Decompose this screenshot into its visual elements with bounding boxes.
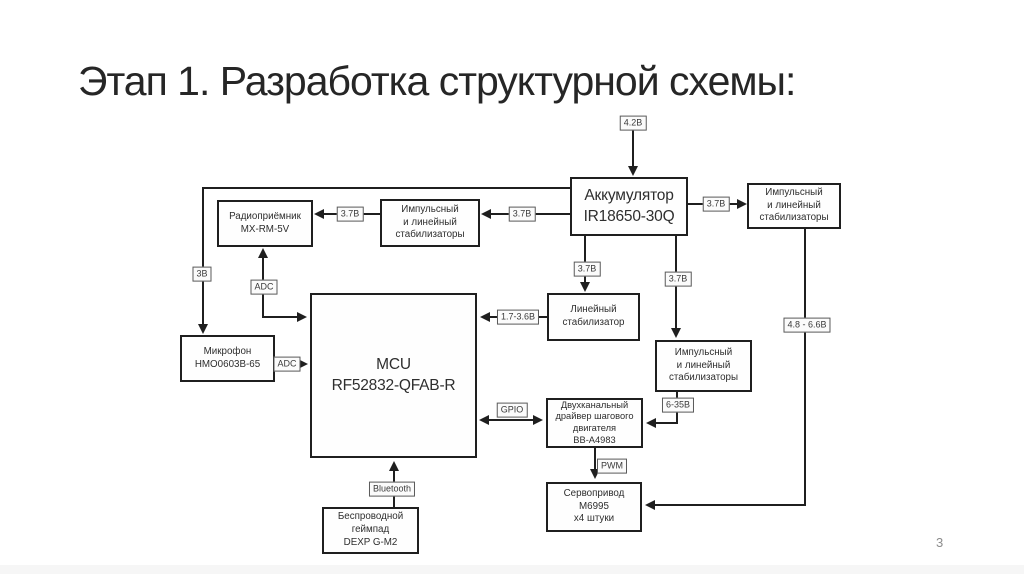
block-stabilizer-top: Импульсный и линейный стабилизаторы [380,199,480,247]
block-stabilizer-middle: Импульсный и линейный стабилизаторы [655,340,752,392]
wire-battery-to-mic [198,187,570,334]
wire-label-gpio: GPIO [496,402,528,418]
wire-label-3-7v-stab: 3.7В [508,206,536,222]
wire-label-adc-radio: ADC [250,279,278,295]
wire-label-3-7v-right: 3.7В [702,196,730,212]
block-gamepad: Беспроводной геймпад DEXP G-M2 [322,507,419,554]
wire-label-3-7v-radio: 3.7В [336,206,364,222]
slide-title: Этап 1. Разработка структурной схемы: [78,58,796,104]
block-linear-stabilizer: Линейный стабилизатор [547,293,640,341]
wire-label-4-2v: 4.2В [619,115,647,131]
wire-label-4-8-6-6v: 4.8 - 6.6В [783,317,831,333]
block-radio-receiver: Радиоприёмник MX-RM-5V [217,200,313,247]
page-number: 3 [936,535,944,550]
block-stepper-driver: Двухканальный драйвер шагового двигателя… [546,398,643,448]
wire-label-bluetooth: Bluetooth [368,481,416,497]
wire-label-pwm: PWM [597,458,627,474]
wire-label-6-35v: 6-35В [661,397,695,413]
wire-label-3-7v-lin: 3.7В [573,261,601,277]
wire-radio-mcu-adc [258,248,307,322]
block-battery: Аккумулятор IR18650-30Q [570,177,688,236]
block-stabilizer-right: Импульсный и линейный стабилизаторы [747,183,841,229]
wire-label-1-7-3-6v: 1.7-3.6В [496,309,540,325]
wire-label-3-7v-mid: 3.7В [664,271,692,287]
block-microphone: Микрофон HMO0603B-65 [180,335,275,382]
block-servo: Сервопривод M6995 x4 штуки [546,482,642,532]
wire-label-adc-mic: ADC [273,356,301,372]
footer-strip [0,565,1024,574]
block-mcu: MCU RF52832-QFAB-R [310,293,477,458]
wire-label-3v: 3В [192,266,212,282]
